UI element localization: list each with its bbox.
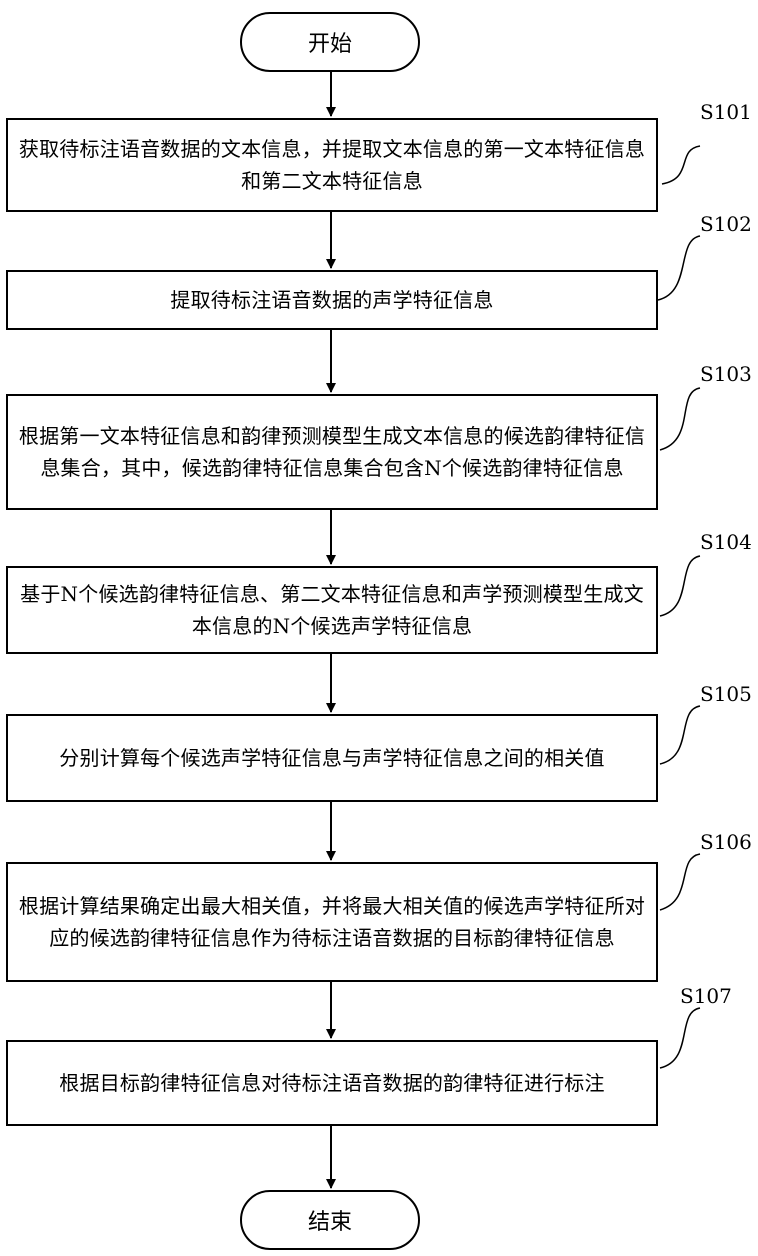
- step-s107-box: 根据目标韵律特征信息对待标注语音数据的韵律特征进行标注: [6, 1040, 658, 1126]
- step-s104-label: S104: [700, 530, 752, 554]
- step-s105-label: S105: [700, 682, 752, 706]
- leader-s103: [660, 388, 700, 450]
- start-label: 开始: [308, 26, 352, 58]
- step-s106-label: S106: [700, 830, 752, 854]
- step-s106-box: 根据计算结果确定出最大相关值，并将最大相关值的候选声学特征所对应的候选韵律特征信…: [6, 862, 658, 982]
- step-s101-text: 获取待标注语音数据的文本信息，并提取文本信息的第一文本特征信息和第二文本特征信息: [18, 133, 646, 197]
- step-s102-label: S102: [700, 212, 752, 236]
- step-s107-text: 根据目标韵律特征信息对待标注语音数据的韵律特征进行标注: [59, 1067, 604, 1099]
- leader-s106: [660, 854, 700, 910]
- step-s103-label: S103: [700, 362, 752, 386]
- step-s106-text: 根据计算结果确定出最大相关值，并将最大相关值的候选声学特征所对应的候选韵律特征信…: [18, 890, 646, 954]
- leader-s101: [662, 146, 700, 184]
- end-terminal: 结束: [240, 1190, 420, 1250]
- step-s103-text: 根据第一文本特征信息和韵律预测模型生成文本信息的候选韵律特征信息集合，其中，候选…: [18, 420, 646, 484]
- step-s105-box: 分别计算每个候选声学特征信息与声学特征信息之间的相关值: [6, 714, 658, 802]
- start-terminal: 开始: [240, 12, 420, 72]
- leader-s105: [660, 706, 700, 764]
- step-s107-label: S107: [680, 984, 732, 1008]
- step-s105-text: 分别计算每个候选声学特征信息与声学特征信息之间的相关值: [59, 742, 604, 774]
- step-s102-text: 提取待标注语音数据的声学特征信息: [170, 284, 493, 316]
- step-s101-label: S101: [700, 100, 752, 124]
- end-label: 结束: [308, 1204, 352, 1236]
- leader-s107: [660, 1008, 700, 1068]
- step-s103-box: 根据第一文本特征信息和韵律预测模型生成文本信息的候选韵律特征信息集合，其中，候选…: [6, 394, 658, 510]
- step-s102-box: 提取待标注语音数据的声学特征信息: [6, 270, 658, 330]
- step-s101-box: 获取待标注语音数据的文本信息，并提取文本信息的第一文本特征信息和第二文本特征信息: [6, 118, 658, 212]
- leader-s102: [658, 236, 700, 300]
- step-s104-text: 基于N个候选韵律特征信息、第二文本特征信息和声学预测模型生成文本信息的N个候选声…: [18, 578, 646, 642]
- leader-s104: [660, 556, 700, 616]
- step-s104-box: 基于N个候选韵律特征信息、第二文本特征信息和声学预测模型生成文本信息的N个候选声…: [6, 566, 658, 654]
